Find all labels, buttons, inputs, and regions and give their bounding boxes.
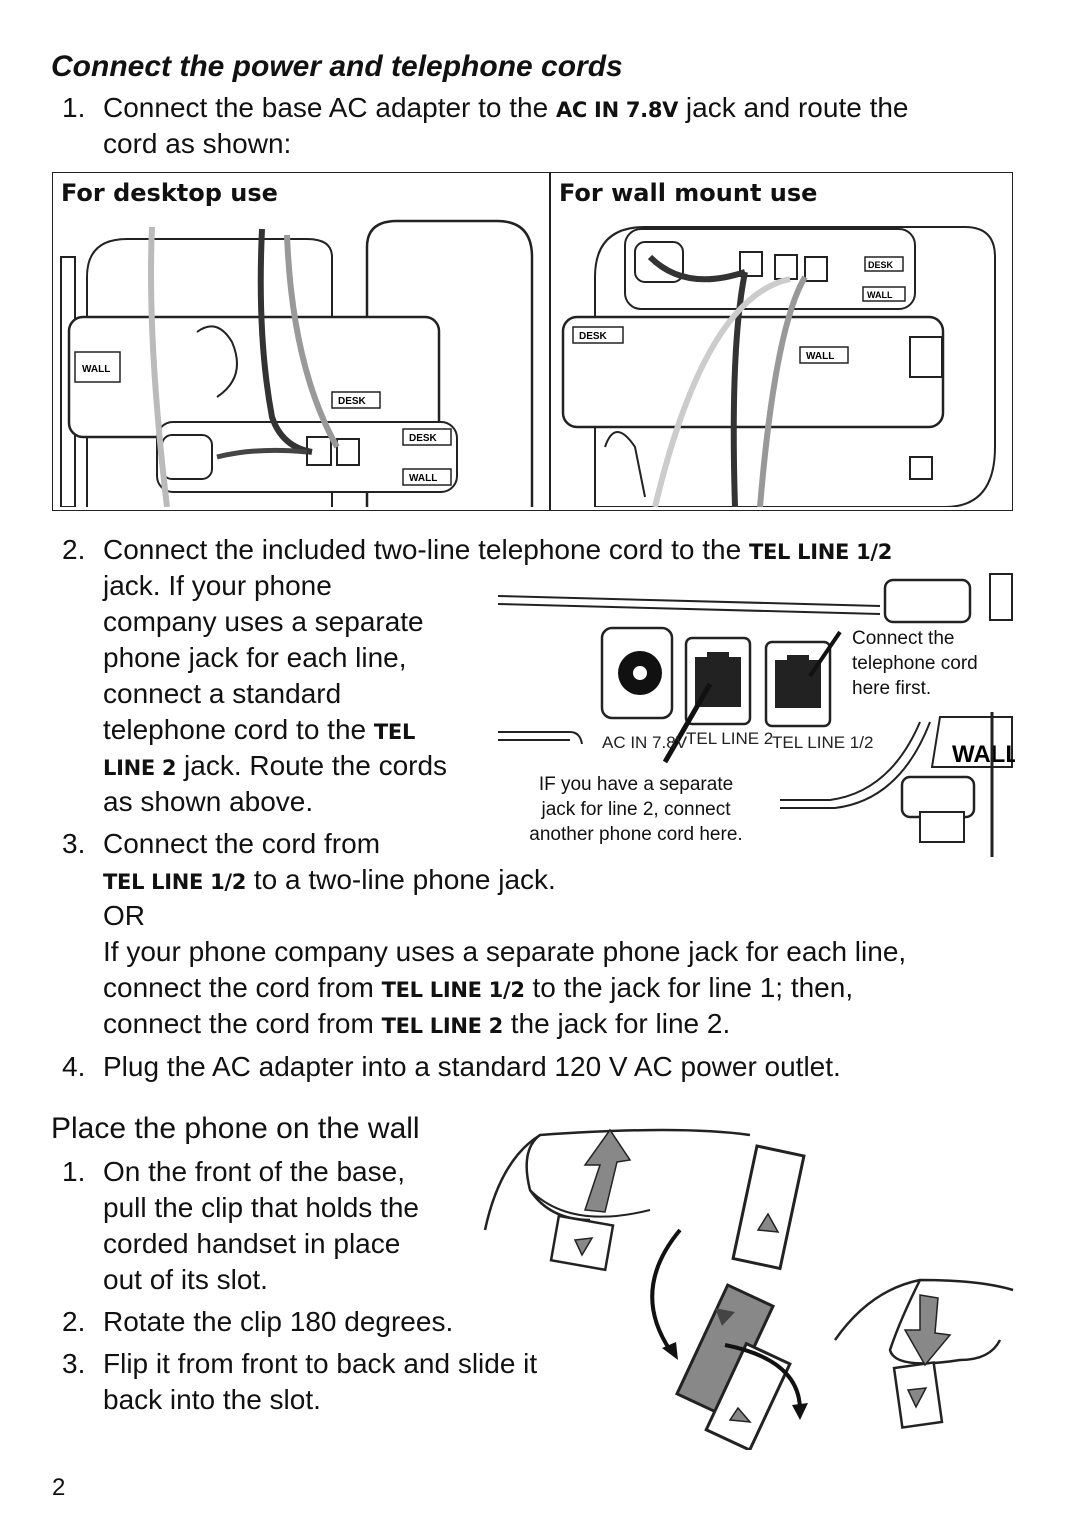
desktop-desk-tag-2: DESK <box>409 433 438 444</box>
wall-jack-label: WALL <box>952 741 1015 768</box>
step3-line2: TEL LINE 1/2 to a two-line phone jack. <box>103 862 556 900</box>
tel-tag: TEL <box>373 720 416 744</box>
step2-text-l6: telephone cord to the <box>103 714 367 745</box>
wall-step2-line1: Rotate the clip 180 degrees. <box>103 1306 454 1337</box>
desktop-wall-tag: WALL <box>82 364 110 375</box>
wall-step1-line1: On the front of the base, <box>103 1156 405 1187</box>
callout-bottom-line3: another phone cord here. <box>529 824 743 845</box>
ac-in-tag: AC IN 7.8V <box>555 98 679 122</box>
wall-desk-tag-1: DESK <box>579 331 608 342</box>
callout-top-line1: Connect the <box>852 628 955 649</box>
wall-wall-tag-2: WALL <box>806 351 834 362</box>
step3-tel-tag: TEL LINE 1/2 <box>103 870 247 894</box>
wall-step1: On the front of the base, pull the clip … <box>103 1154 419 1298</box>
desktop-wall-tag-2: WALL <box>409 473 437 484</box>
step3-text-l4pre: connect the cord from <box>103 972 374 1003</box>
step3-text-l5post: the jack for line 2. <box>510 1008 731 1039</box>
step3-text-l4post: to the jack for line 1; then, <box>532 972 854 1003</box>
push-down-arrow-icon <box>903 1294 952 1367</box>
desktop-cord-illustration: WALL DESK DESK WALL <box>60 219 534 507</box>
callout-bottom: IF you have a separate jack for line 2, … <box>505 772 767 847</box>
step2-line4: phone jack for each line, <box>103 642 407 673</box>
wall-step1-line4: out of its slot. <box>103 1264 268 1295</box>
wall-cord-illustration: DESK DESK WALL WALL <box>561 226 996 507</box>
callout-top-line2: telephone cord <box>852 653 978 674</box>
ac-in-label: AC IN 7.8V <box>602 733 688 752</box>
step2-line5: connect a standard <box>103 678 342 709</box>
section-heading: Connect the power and telephone cords <box>51 50 623 83</box>
step1-text-pre: Connect the base AC adapter to the <box>103 92 549 123</box>
panel-divider <box>549 173 551 510</box>
step1-line2: cord as shown: <box>103 128 292 159</box>
jack-diagram: AC IN 7.8V TEL LINE 2 TEL LINE 1/2 WALL <box>497 573 1015 857</box>
step2-number: 2. <box>62 534 86 565</box>
step2-line7: LINE 2 jack. Route the cords <box>103 748 447 786</box>
page-number: 2 <box>52 1474 66 1501</box>
callout-bottom-line1: IF you have a separate <box>538 774 734 795</box>
wall-step3-line1: Flip it from front to back and slide it <box>103 1348 538 1379</box>
flip-arrow-icon <box>724 1343 802 1411</box>
step3-line4: If your phone company uses a separate ph… <box>103 936 907 967</box>
wall-section-title: Place the phone on the wall <box>51 1112 420 1145</box>
callout-top-line3: here first. <box>852 678 932 699</box>
cord-routing-figure: For desktop use For wall mount use WALL … <box>52 172 1013 511</box>
callout-top: Connect the telephone cord here first. <box>852 626 978 701</box>
step3-tel12-tag: TEL LINE 1/2 <box>381 978 525 1002</box>
wall-step2-number: 2. <box>62 1306 86 1337</box>
wall-desk-tag-2: DESK <box>868 260 894 270</box>
tel-line-12-label: TEL LINE 1/2 <box>772 733 873 752</box>
wall-step3: Flip it from front to back and slide it … <box>103 1346 537 1418</box>
step3-line6: connect the cord from TEL LINE 2 the jac… <box>103 1006 730 1044</box>
step3-number: 3. <box>62 828 86 859</box>
callout-bottom-line2: jack for line 2, connect <box>541 799 731 820</box>
step1-text-post: jack and route the <box>685 92 909 123</box>
step2-line2: jack. If your phone <box>103 570 332 601</box>
step3-text-l5pre: connect the cord from <box>103 1008 374 1039</box>
step3-line1: Connect the cord from <box>103 828 381 859</box>
step2-line1: Connect the included two-line telephone … <box>103 532 892 570</box>
wall-wall-tag-1: WALL <box>867 290 893 300</box>
step2-line3: company uses a separate <box>103 606 424 637</box>
step4-text: Plug the AC adapter into a standard 120 … <box>103 1051 841 1082</box>
step1-line1: Connect the base AC adapter to the AC IN… <box>103 90 909 128</box>
wall-step1-line3: corded handset in place <box>103 1228 401 1259</box>
tel-line-2-label: TEL LINE 2 <box>686 729 773 748</box>
step2-text-l7: jack. Route the cords <box>184 750 448 781</box>
tel-line-12-tag: TEL LINE 1/2 <box>748 540 893 564</box>
step2-text-pre: Connect the included two-line telephone … <box>103 534 742 565</box>
rotate-arrow-icon <box>650 1228 682 1352</box>
wall-step3-line2: back into the slot. <box>103 1384 321 1415</box>
desktop-panel-label: For desktop use <box>61 179 278 207</box>
step3-or: OR <box>103 900 145 931</box>
step2-line6: telephone cord to the TEL <box>103 712 415 750</box>
wall-step1-number: 1. <box>62 1156 86 1187</box>
clip-rotation-illustration <box>483 1128 1014 1450</box>
line2-tag: LINE 2 <box>103 756 177 780</box>
wall-panel-label: For wall mount use <box>559 179 818 207</box>
step2-line8: as shown above. <box>103 786 314 817</box>
step1-number: 1. <box>62 92 86 123</box>
step4-number: 4. <box>62 1051 86 1082</box>
step3-line5: connect the cord from TEL LINE 1/2 to th… <box>103 970 853 1008</box>
pull-up-arrow-icon <box>583 1128 632 1213</box>
wall-step3-number: 3. <box>62 1348 86 1379</box>
wall-step1-line2: pull the clip that holds the <box>103 1192 419 1223</box>
step3-text-l2: to a two-line phone jack. <box>253 864 556 895</box>
step3-tel2-tag: TEL LINE 2 <box>381 1014 504 1038</box>
desktop-desk-tag-1: DESK <box>338 396 367 407</box>
